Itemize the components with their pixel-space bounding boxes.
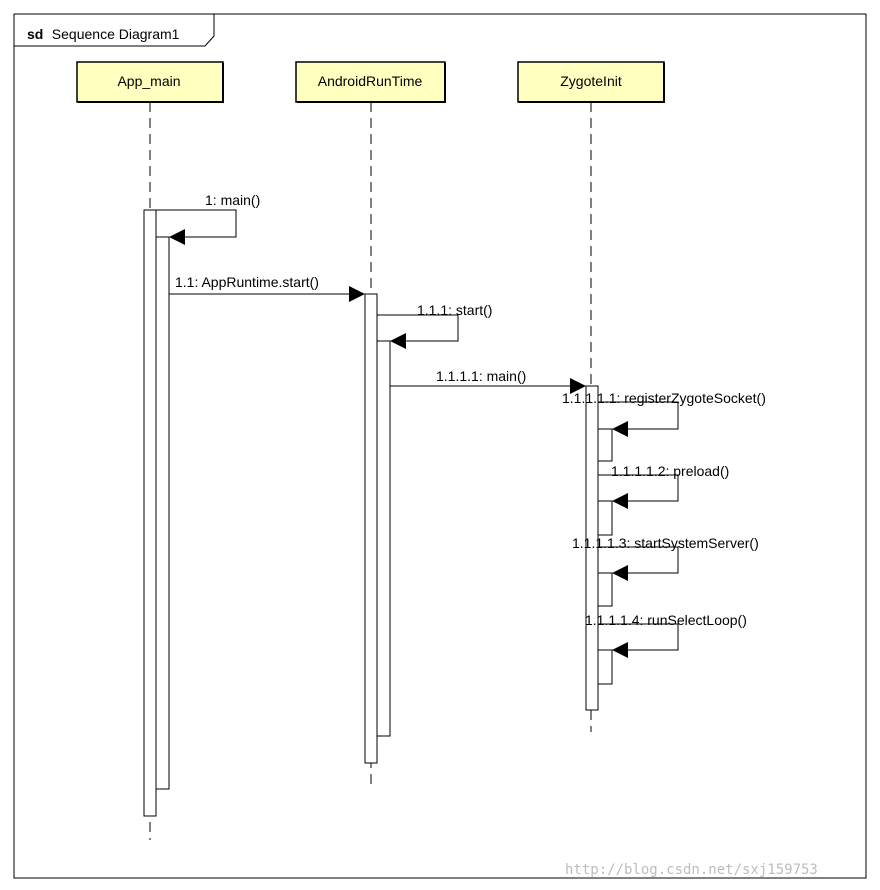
arrow-head [169,229,185,245]
message-start: 1.1.1: start() [377,302,492,349]
message-run-select-loop: 1.1.1.1.4: runSelectLoop() [585,612,747,658]
lifeline-head [517,61,665,103]
message-label: 1.1.1.1.1: registerZygoteSocket() [562,390,766,406]
message-preload: 1.1.1.1.2: preload() [598,463,729,509]
activation-bar-run-select-loop [597,649,613,685]
lifeline-label: ZygoteInit [560,73,622,89]
arrow-head [612,642,628,658]
message-label: 1.1.1.1.2: preload() [611,463,729,479]
activation-bar-preload [597,500,613,536]
message-label: 1.1.1.1.3: startSystemServer() [572,535,759,551]
message-main: 1: main() [150,192,260,245]
message-label: 1: main() [205,192,260,208]
message-label: 1.1.1.1: main() [436,368,526,384]
diagram-frame [13,13,867,879]
activation-bar-zygote-init [585,385,599,711]
lifeline-app-main: App_main [76,61,224,840]
lifeline-label: AndroidRunTime [318,73,423,89]
lifeline-zygote-init: ZygoteInit [517,61,665,732]
activation-bar-app-main-nested [155,236,170,790]
frame-title-tab [13,13,215,47]
arrow-head [612,421,628,437]
frame-title: sd Sequence Diagram1 [27,26,180,43]
message-label: 1.1: AppRuntime.start() [175,274,319,290]
activation-bar-app-main [143,209,157,817]
message-zygote-main: 1.1.1.1: main() [390,368,586,394]
message-register-zygote-socket: 1.1.1.1.1: registerZygoteSocket() [562,390,766,437]
arrow-head [349,286,365,302]
arrow-head [612,493,628,509]
activation-bar-android-runtime-nested [376,340,391,737]
activation-bar-register-socket [597,428,613,462]
activation-bar-start-system-server [597,572,613,607]
activation-bar-android-runtime [364,293,378,764]
arrow-head [612,565,628,581]
message-label: 1.1.1: start() [417,302,492,318]
message-start-system-server: 1.1.1.1.3: startSystemServer() [572,535,759,581]
arrow-head [570,378,586,394]
watermark: http://blog.csdn.net/sxj159753 [565,862,818,878]
arrow-head [390,333,406,349]
frame-keyword: sd [27,26,43,42]
message-appruntime-start: 1.1: AppRuntime.start() [169,274,365,302]
frame-name: Sequence Diagram1 [52,26,180,42]
lifeline-label: App_main [117,73,180,89]
message-label: 1.1.1.1.4: runSelectLoop() [585,612,747,628]
